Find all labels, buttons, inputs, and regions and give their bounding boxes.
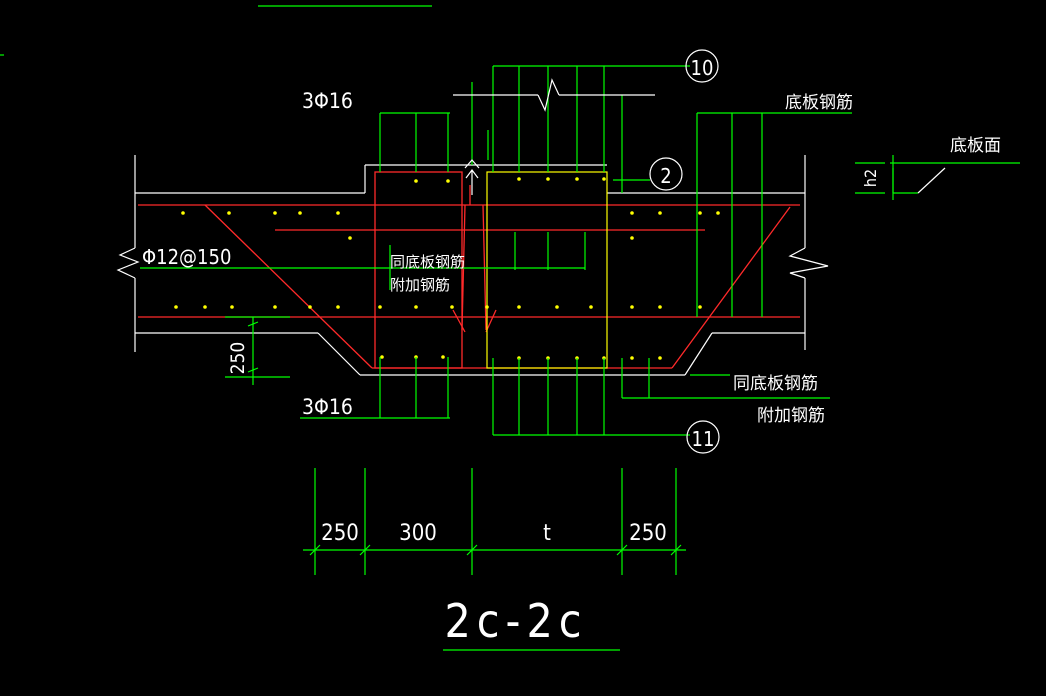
callout-11-text: 11 [692, 427, 715, 451]
slab-surface-label: 底板面 [950, 136, 1001, 156]
left-leaders [140, 232, 586, 385]
dim-t: t [543, 521, 551, 546]
section-title: 2c-2c [444, 594, 587, 648]
callout-2: 2 [649, 157, 683, 191]
slab-outline [116, 155, 829, 376]
right-leaders [696, 112, 1020, 317]
callout-11: 11 [686, 420, 720, 454]
dim-250-left: 250 [321, 521, 359, 546]
callout-2-text: 2 [660, 164, 671, 188]
top-rebar-label: 3Φ16 [302, 89, 353, 113]
dim-250-vertical: 250 [227, 342, 249, 375]
mid-note-line-2: 附加钢筋 [390, 276, 450, 294]
bottom-leaders [300, 357, 830, 436]
bottom-rebar-label: 3Φ16 [302, 395, 353, 419]
column-section [486, 171, 608, 369]
mid-note-line-1: 同底板钢筋 [390, 253, 465, 271]
dim-300: 300 [399, 521, 437, 546]
top-leaders [379, 65, 690, 195]
callout-10: 10 [685, 49, 719, 83]
callout-10-text: 10 [691, 56, 714, 80]
right-note-line-2: 附加钢筋 [757, 406, 825, 426]
dimension-chain [303, 468, 686, 651]
rebar-dots [174, 177, 720, 360]
right-note-line-1: 同底板钢筋 [733, 374, 818, 394]
slab-rebar-label: 底板钢筋 [785, 93, 853, 113]
distribution-rebar-label: Φ12@150 [142, 245, 231, 269]
rebar-lines [138, 171, 800, 369]
dim-250-right: 250 [629, 521, 667, 546]
h2-label: h2 [861, 169, 880, 187]
